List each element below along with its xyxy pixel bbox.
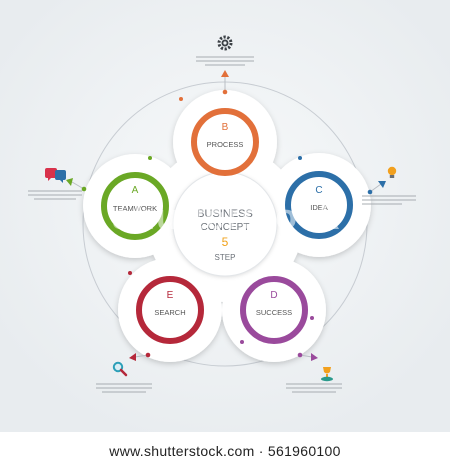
step-letter: E	[167, 290, 174, 301]
arrow-right-icon	[378, 181, 386, 188]
footer-bar: www.shutterstock.com · 561960100	[0, 432, 450, 470]
step-label: SEARCH	[154, 308, 185, 317]
step-b: B PROCESS	[191, 108, 259, 176]
step-letter: B	[222, 122, 229, 133]
lightbulb-icon	[387, 166, 397, 178]
center-node: BUSINESS CONCEPT 5 STEP	[172, 171, 278, 277]
step-letter: D	[270, 290, 277, 301]
step-label: TEAMWORK	[113, 204, 157, 213]
connector-dots	[81, 89, 373, 358]
step-c: C IDEA	[285, 171, 353, 239]
center-number: 5	[222, 235, 229, 249]
step-letter: C	[315, 185, 322, 196]
step-e: E SEARCH	[136, 276, 204, 344]
step-a: A TEAMWORK	[101, 172, 169, 240]
center-line1: BUSINESS	[197, 208, 253, 220]
arrow-down-right-icon	[311, 353, 318, 361]
step-d: D SUCCESS	[240, 276, 308, 344]
center-line2: CONCEPT	[201, 222, 250, 233]
step-label: SUCCESS	[256, 308, 292, 317]
step-label: IDEA	[310, 203, 328, 212]
center-line3: STEP	[215, 253, 236, 262]
arrow-left-icon	[66, 178, 73, 186]
arrow-down-left-icon	[129, 353, 136, 361]
connector-arrows	[66, 70, 386, 361]
placeholder-text-lines	[28, 56, 416, 393]
footer-text: www.shutterstock.com · 561960100	[109, 443, 341, 459]
magnifier-icon	[112, 361, 128, 377]
gear-icon	[217, 35, 233, 51]
trophy-icon	[321, 367, 333, 382]
speech-bubbles-icon	[45, 168, 66, 183]
step-letter: A	[132, 185, 139, 196]
step-label: PROCESS	[207, 140, 244, 149]
arrow-up-icon	[221, 70, 229, 77]
